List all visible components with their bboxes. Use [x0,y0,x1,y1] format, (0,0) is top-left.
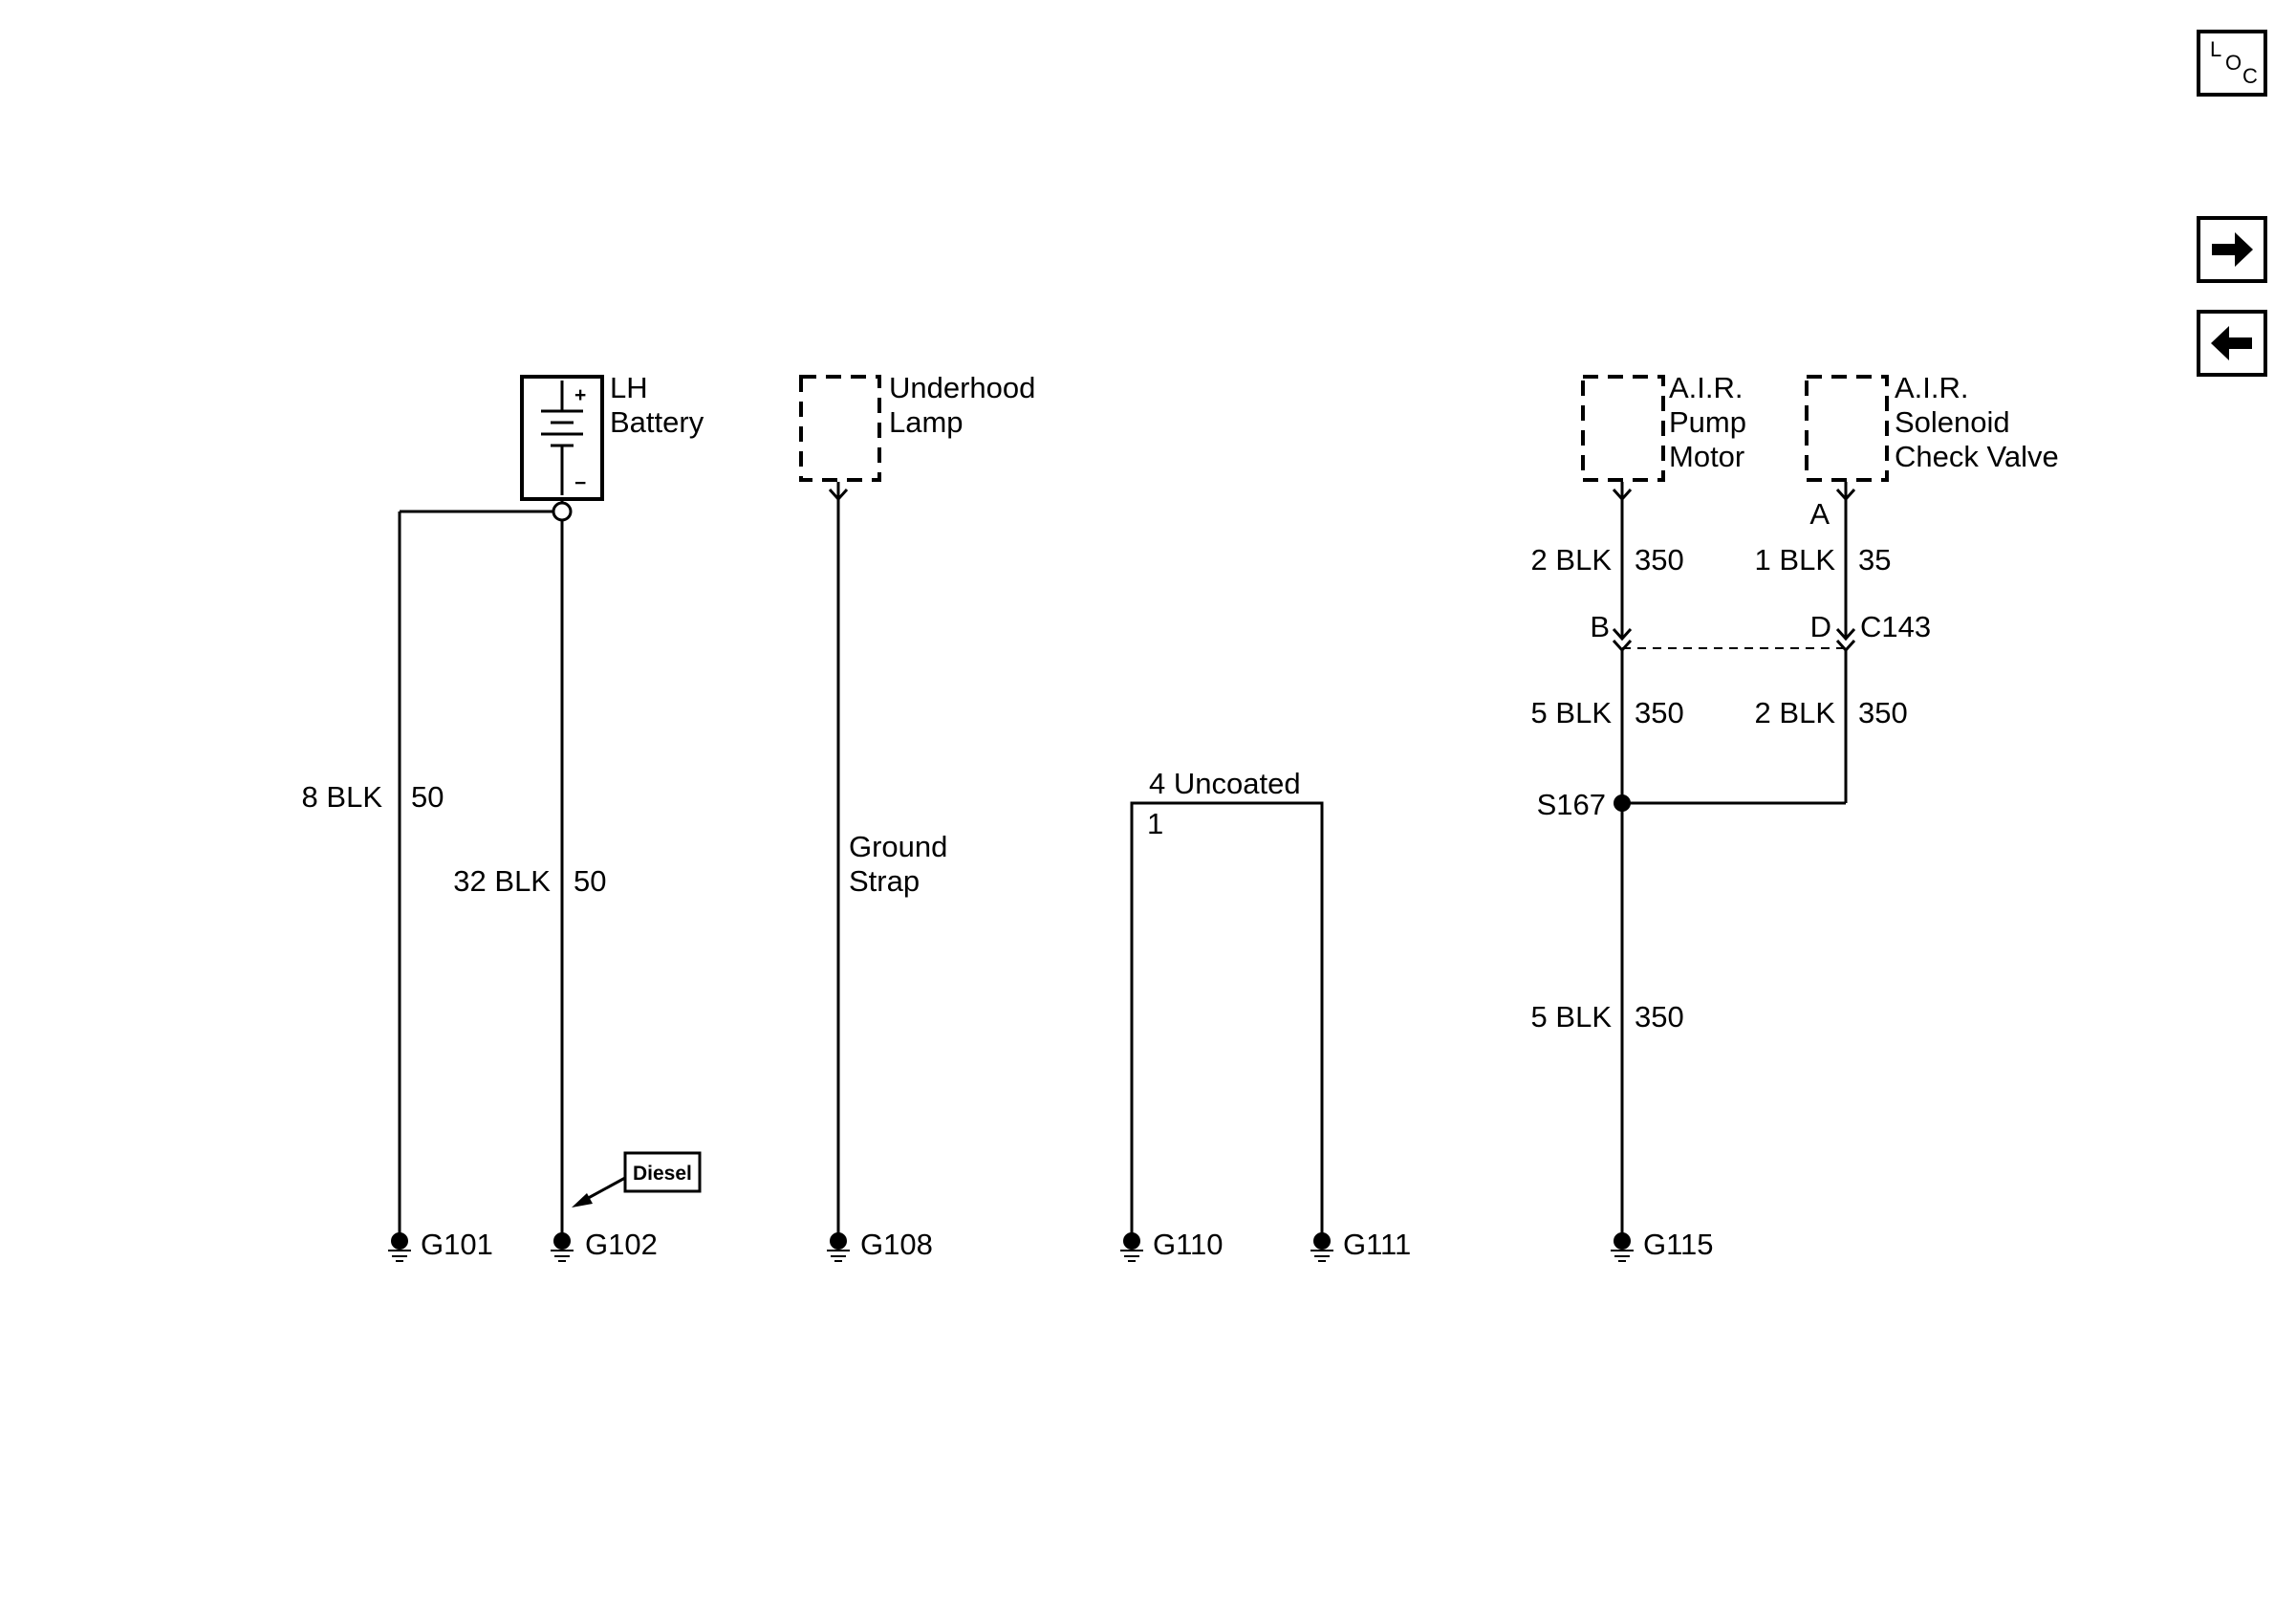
ground-g101-label: G101 [421,1228,493,1261]
loc-letter-o: O [2225,51,2242,75]
air-pump-label-3: Motor [1669,440,1744,473]
sol-pin-a-label: A [1809,497,1830,531]
prev-button[interactable] [2197,310,2267,377]
loc-letter-c: C [2242,64,2258,88]
ground-symbol-g108 [827,1232,850,1262]
pump-mid-circuit: 350 [1635,696,1684,729]
ground-strap-label-1: Ground [849,830,947,863]
sol-mid-circuit: 350 [1858,696,1908,729]
ground-symbol-g101 [388,1232,411,1262]
pump-bot-circuit: 350 [1635,1000,1684,1033]
sol-pin-d-label: D [1810,610,1831,643]
ground-symbol-g111 [1310,1232,1333,1262]
underhood-lamp-label-1: Underhood [889,371,1035,404]
air-pump-motor-symbol [1581,375,1665,482]
splice-s167-dot [1614,794,1631,812]
air-solenoid-label-1: A.I.R. [1895,371,1969,404]
wire-32-blk-color: 32 BLK [453,864,551,898]
wire-8-blk-color: 8 BLK [302,780,383,814]
sol-top-circuit: 35 [1858,543,1891,577]
sol-top-color: 1 BLK [1755,543,1836,577]
ground-g111-label: G111 [1343,1228,1411,1261]
diesel-callout-label: Diesel [633,1163,692,1185]
loc-letter-l: L [2210,37,2222,61]
pump-mid-color: 5 BLK [1531,696,1613,729]
arrow-right-icon [2212,232,2253,267]
lh-battery-label-1: LH [610,371,648,404]
sol-mid-color: 2 BLK [1755,696,1836,729]
pump-pin-b-label: B [1590,610,1610,643]
air-solenoid-label-2: Solenoid [1895,405,2010,439]
ground-strap-label-2: Strap [849,864,920,898]
uncoated-label: 4 Uncoated [1149,767,1301,800]
pump-top-circuit: 350 [1635,543,1684,577]
air-solenoid-label-3: Check Valve [1895,440,2059,473]
splice-s167-label: S167 [1537,788,1606,821]
wire-8-blk-circuit: 50 [411,780,444,814]
ground-symbol-g110 [1120,1232,1143,1262]
connector-c143-label: C143 [1860,610,1931,643]
loc-button[interactable]: L O C [2197,30,2267,97]
ground-symbol-g115 [1611,1232,1634,1262]
air-pump-label-1: A.I.R. [1669,371,1744,404]
battery-plus-label: + [574,384,586,406]
ground-g115-label: G115 [1643,1228,1714,1261]
diesel-arrow-head [572,1193,593,1208]
air-pump-label-2: Pump [1669,405,1746,439]
next-button[interactable] [2197,216,2267,283]
air-solenoid-symbol [1805,375,1889,482]
wire-4-uncoated [1130,801,1324,1241]
ground-symbol-g102 [551,1232,574,1262]
ground-g108-label: G108 [860,1228,933,1261]
ground-g110-label: G110 [1153,1228,1224,1261]
uncoated-pin-label: 1 [1147,807,1163,840]
arrow-left-icon [2211,326,2252,360]
underhood-lamp-symbol [799,375,881,482]
underhood-lamp-label-2: Lamp [889,405,964,439]
battery-minus-label: − [574,472,586,494]
wire-32-blk-circuit: 50 [574,864,606,898]
lh-battery-label-2: Battery [610,405,704,439]
pump-top-color: 2 BLK [1531,543,1613,577]
pump-bot-color: 5 BLK [1531,1000,1613,1033]
ground-g102-label: G102 [585,1228,658,1261]
diesel-callout-box [623,1151,702,1193]
battery-terminal [552,501,573,522]
